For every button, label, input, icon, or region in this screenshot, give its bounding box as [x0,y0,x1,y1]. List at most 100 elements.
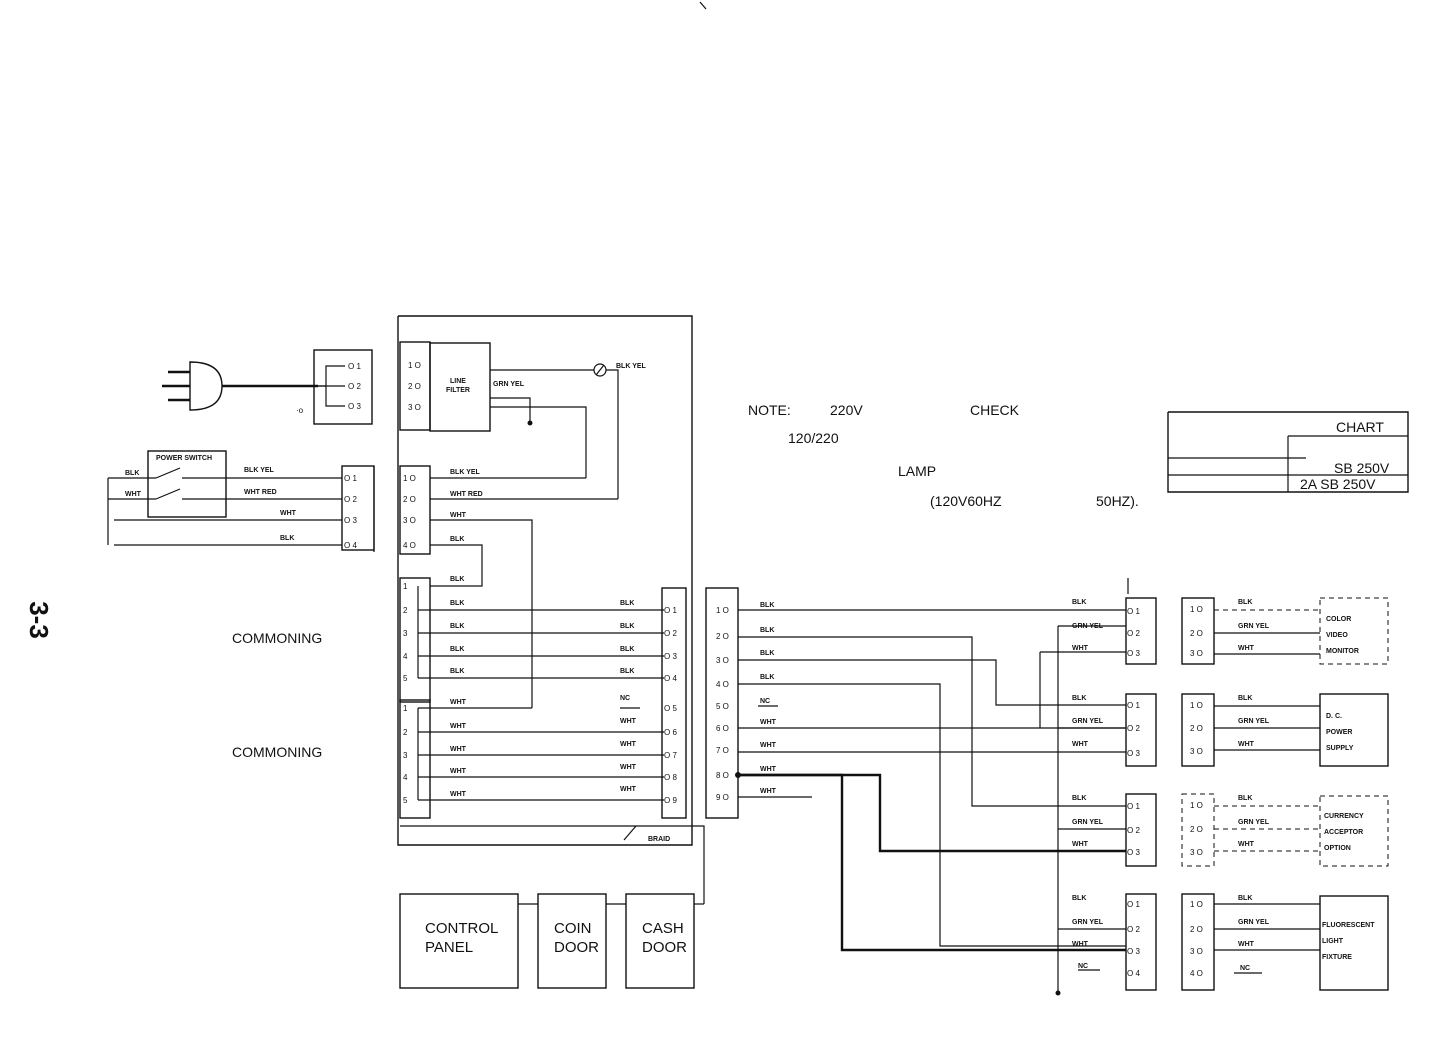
svg-text:2 O: 2 O [408,382,421,391]
svg-text:1 O: 1 O [403,474,416,483]
svg-text:O 2: O 2 [1127,724,1140,733]
svg-text:2 O: 2 O [716,632,729,641]
svg-text:O 3: O 3 [344,516,357,525]
svg-text:BLK YEL: BLK YEL [616,363,647,370]
svg-text:BLK: BLK [760,650,774,657]
svg-text:WHT: WHT [280,510,297,517]
svg-text:50HZ).: 50HZ). [1096,493,1139,509]
svg-text:WHT: WHT [1072,741,1089,748]
svg-text:PANEL: PANEL [425,939,473,956]
svg-text:BLK: BLK [760,627,774,634]
svg-text:O 3: O 3 [1127,947,1140,956]
svg-text:6 O: 6 O [716,724,729,733]
svg-text:NC: NC [760,698,770,705]
svg-text:FIXTURE: FIXTURE [1322,954,1352,961]
svg-text:BLK: BLK [280,535,294,542]
svg-text:GRN YEL: GRN YEL [493,381,525,388]
svg-text:3 O: 3 O [1190,848,1203,857]
svg-text:BLK: BLK [1072,695,1086,702]
svg-text:BLK: BLK [1238,599,1252,606]
svg-text:O 2: O 2 [1127,925,1140,934]
svg-text:O 3: O 3 [664,652,677,661]
device-power-supply: 1 O 2 O 3 O BLK GRN YEL WHT D. C. POWER … [1181,693,1389,767]
svg-text:2 O: 2 O [403,495,416,504]
svg-text:VIDEO: VIDEO [1326,632,1348,639]
svg-text:BLK YEL: BLK YEL [244,467,275,474]
svg-text:WHT: WHT [125,491,142,498]
plug-connector: O 1 O 2 O 3 ·o [296,349,373,425]
svg-text:O 1: O 1 [1127,802,1140,811]
svg-text:3 O: 3 O [1190,947,1203,956]
svg-text:COLOR: COLOR [1326,616,1351,623]
svg-text:BLK: BLK [450,668,464,675]
switch-connector: O 1 O 2 O 3 O 4 [341,465,375,552]
svg-text:BLK: BLK [450,576,464,583]
power-switch-label: POWER SWITCH [156,455,212,462]
svg-text:1 O: 1 O [1190,605,1203,614]
svg-text:O 2: O 2 [348,382,361,391]
svg-text:WHT: WHT [1238,645,1255,652]
svg-text:2: 2 [403,728,408,737]
svg-text:O 2: O 2 [1127,629,1140,638]
svg-text:O 8: O 8 [664,773,677,782]
svg-text:WHT: WHT [450,723,467,730]
svg-text:CHART: CHART [1336,419,1384,435]
svg-text:O 1: O 1 [1127,701,1140,710]
svg-text:BLK: BLK [620,646,634,653]
svg-text:O 2: O 2 [1127,826,1140,835]
svg-text:1: 1 [403,582,408,591]
svg-text:O 1: O 1 [344,474,357,483]
svg-text:SB 250V: SB 250V [1334,460,1390,476]
svg-text:WHT: WHT [620,786,637,793]
svg-text:WHT: WHT [760,719,777,726]
svg-text:WHT: WHT [450,768,467,775]
coin-door-box: COIN DOOR [537,893,607,989]
svg-text:O 3: O 3 [348,402,361,411]
fuse-chart: CHART SB 250V 2A SB 250V [1167,411,1409,493]
svg-text:2: 2 [403,606,408,615]
svg-text:WHT: WHT [760,766,777,773]
page-number: 3-3 [24,601,54,639]
svg-text:O 4: O 4 [344,541,357,550]
svg-text:GRN YEL: GRN YEL [1238,819,1270,826]
svg-text:7 O: 7 O [716,746,729,755]
svg-text:BLK: BLK [125,470,139,477]
svg-text:3: 3 [403,751,408,760]
svg-text:DOOR: DOOR [642,939,687,956]
svg-text:O 2: O 2 [344,495,357,504]
svg-text:O 2: O 2 [664,629,677,638]
svg-text:BLK: BLK [1238,895,1252,902]
svg-text:NC: NC [620,695,630,702]
svg-text:O 4: O 4 [1127,969,1140,978]
power-switch: POWER SWITCH BLK WHT [107,450,227,545]
svg-text:3 O: 3 O [716,656,729,665]
svg-text:5: 5 [403,674,408,683]
svg-text:O 3: O 3 [1127,749,1140,758]
svg-text:O 1: O 1 [1127,900,1140,909]
svg-text:GRN YEL: GRN YEL [1238,623,1270,630]
svg-text:O 4: O 4 [664,674,677,683]
svg-text:WHT: WHT [1072,645,1089,652]
svg-text:BLK: BLK [1072,599,1086,606]
svg-text:WHT: WHT [1072,841,1089,848]
svg-text:O 1: O 1 [348,362,361,371]
svg-text:BLK: BLK [760,674,774,681]
svg-text:BLK: BLK [450,623,464,630]
commoning-label-2: COMMONING [232,744,322,760]
svg-text:O 1: O 1 [664,606,677,615]
svg-text:NC: NC [1078,963,1088,970]
svg-text:1 O: 1 O [1190,701,1203,710]
svg-text:WHT: WHT [1072,941,1089,948]
svg-text:4: 4 [403,652,408,661]
cabinet-panel: 1 O 2 O 3 O LINE FILTER BLK YEL GRN YEL … [397,315,705,904]
svg-text:GRN YEL: GRN YEL [1072,718,1104,725]
svg-text:GRN YEL: GRN YEL [1072,623,1104,630]
svg-text:WHT: WHT [620,764,637,771]
svg-text:2 O: 2 O [1190,724,1203,733]
svg-text:BLK: BLK [620,668,634,675]
svg-text:BLK: BLK [450,646,464,653]
svg-text:120/220: 120/220 [788,430,839,446]
switch-wires: BLK YEL WHT RED WHT BLK [114,467,342,546]
svg-text:O 3: O 3 [1127,848,1140,857]
